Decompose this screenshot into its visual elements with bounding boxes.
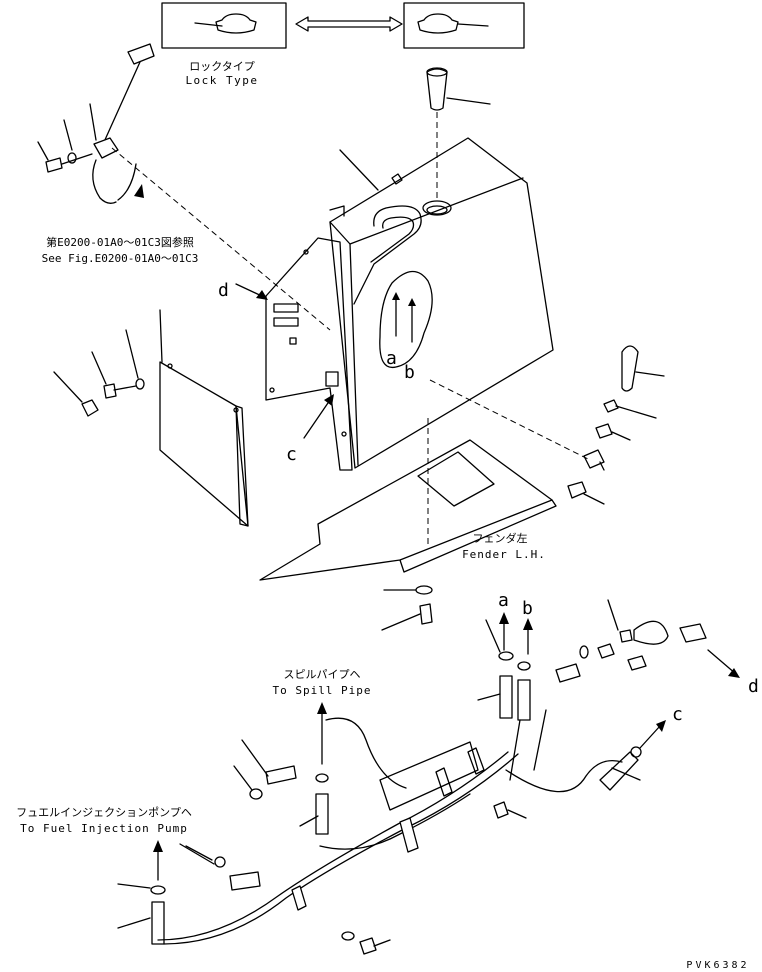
fuel-pump-jp-label: フュエルインジェクションポンプヘ (16, 806, 192, 819)
callout-b-upper: b (404, 362, 415, 383)
fuel-gauge-sender (37, 43, 331, 331)
see-fig-jp-label: 第E0200-01A0～01C3図参照 (46, 235, 194, 249)
see-fig-en-label: See Fig.E0200-01A0～01C3 (42, 252, 199, 265)
mounting-plate (265, 237, 353, 471)
fuel-tank (329, 67, 554, 469)
callout-d-upper: d (218, 280, 229, 301)
cover-bolts (53, 329, 145, 417)
callout-arrows (153, 283, 740, 881)
fuel-pump-en-label: To Fuel Injection Pump (20, 822, 188, 835)
double-arrow (295, 16, 403, 32)
fender-lh (259, 418, 557, 631)
fender-jp-label: フェンダ左 (473, 531, 528, 545)
callout-a-upper: a (386, 348, 397, 369)
callout-c-upper: c (286, 444, 297, 465)
lock-type-en-label: Lock Type (185, 74, 258, 87)
standard-cap-box (161, 2, 287, 49)
lock-type-jp-label: ロックタイプ (189, 60, 255, 73)
callout-c-lower: c (672, 704, 683, 725)
diagram-labels: ロックタイプ Lock Type 第E0200-01A0～01C3図参照 See… (16, 60, 759, 971)
callout-d-lower: d (748, 676, 759, 697)
fender-en-label: Fender L.H. (462, 548, 546, 561)
figure-code: PVK6382 (686, 960, 749, 971)
callout-a-lower: a (498, 590, 509, 611)
spill-jp-label: スピルパイプヘ (284, 668, 361, 681)
side-cover (159, 309, 249, 527)
fuel-piping (117, 599, 707, 955)
drain-fittings (429, 345, 665, 505)
callout-b-lower: b (522, 598, 533, 619)
lock-cap-box (403, 2, 525, 49)
spill-en-label: To Spill Pipe (272, 684, 371, 697)
